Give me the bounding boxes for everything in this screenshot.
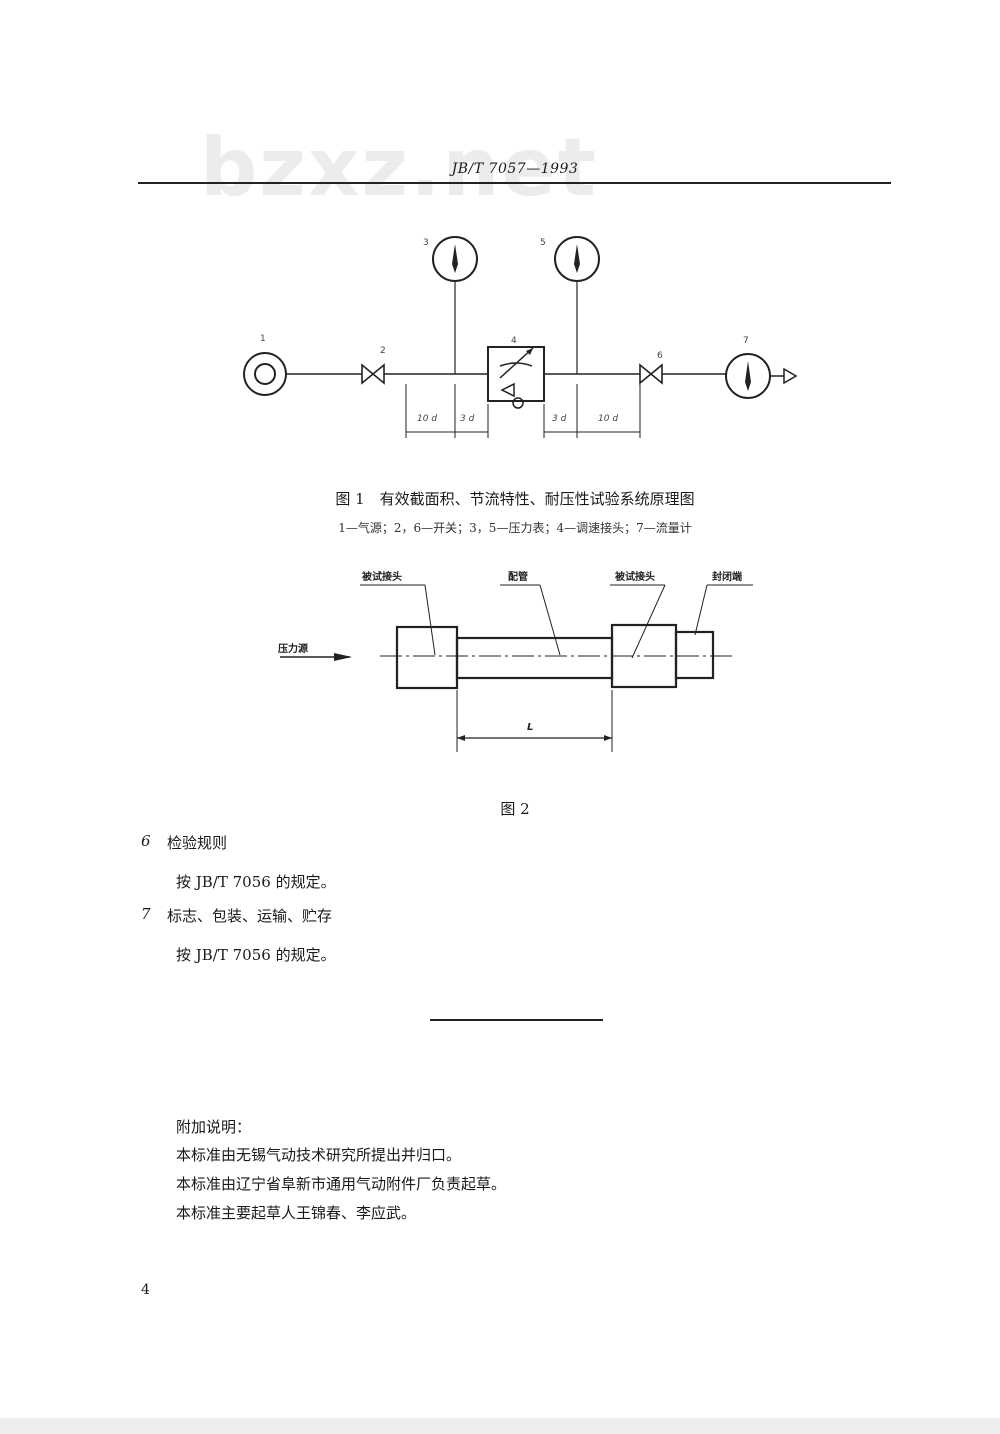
notes-title: 附加说明：	[176, 1118, 252, 1136]
dim-10d-left: 10 d	[417, 414, 437, 424]
label-tested-joint-left: 被试接头	[362, 570, 402, 583]
dim-10d-right: 10 d	[598, 414, 618, 424]
label-4: 4	[511, 336, 517, 346]
label-tested-joint-right: 被试接头	[615, 570, 655, 583]
watermark: bzxz.net	[200, 121, 598, 214]
pressure-arrowhead	[334, 653, 352, 661]
air-source-outer	[243, 352, 287, 396]
exhaust-triangle	[783, 367, 798, 385]
leader-tube-diag	[539, 584, 561, 656]
document-id: JB/T 7057—1993	[451, 161, 579, 177]
notes-line-3: 本标准主要起草人王锦春、李应武。	[176, 1204, 417, 1222]
air-source-inner	[254, 363, 276, 385]
figure1-caption: 图 1 有效截面积、节流特性、耐压性试验系统原理图	[335, 490, 695, 508]
leader-right-diag	[631, 584, 666, 659]
leader-left-diag	[424, 584, 436, 656]
throttle-curve	[499, 362, 533, 367]
label-6: 6	[657, 351, 663, 361]
section-7-body: 按 JB/T 7056 的规定。	[176, 946, 336, 964]
label-5: 5	[540, 238, 546, 248]
label-7: 7	[743, 336, 749, 346]
dimension-lines	[405, 384, 641, 438]
end-rule	[430, 1019, 603, 1021]
figure2-caption: 图 2	[500, 800, 530, 818]
tube-body	[455, 636, 614, 680]
header-rule	[138, 182, 891, 184]
flow-meter-needle	[745, 361, 751, 391]
switch-6-valve	[639, 363, 663, 385]
notes-line-1: 本标准由无锡气动技术研究所提出并归口。	[176, 1146, 462, 1164]
dim-3d-left: 3 d	[460, 414, 475, 424]
switch-2-valve	[361, 363, 385, 385]
check-ball	[512, 397, 524, 409]
section-7-title: 标志、包装、运输、贮存	[167, 907, 333, 925]
label-sealed-end: 封闭端	[712, 570, 742, 583]
sealed-end-body	[674, 630, 715, 680]
dim-3d-right: 3 d	[552, 414, 567, 424]
gauge-3-needle	[452, 244, 458, 273]
section-6-title: 检验规则	[167, 834, 228, 852]
label-pressure-source: 压力源	[278, 642, 308, 655]
figure2-assembly: 被试接头 配管 被试接头 封闭端 压力源 L	[278, 570, 753, 752]
section-6-body: 按 JB/T 7056 的规定。	[176, 873, 336, 891]
dim-arrow-left	[457, 735, 465, 741]
tested-joint-left-body	[395, 625, 459, 690]
label-1: 1	[260, 334, 266, 344]
figure1-schematic: 1 2 3 4 5 6 7 10 d 3 d 3 d 10 d	[243, 236, 798, 438]
label-tube: 配管	[508, 570, 528, 583]
label-length-L: L	[527, 722, 533, 733]
label-3: 3	[423, 238, 429, 248]
check-valve	[500, 382, 515, 398]
speed-controller-4	[487, 346, 545, 402]
notes-line-2: 本标准由辽宁省阜新市通用气动附件厂负责起草。	[176, 1175, 507, 1193]
dim-arrow-right	[604, 735, 612, 741]
section-7-number: 7	[141, 905, 151, 923]
viewer-bottom-bar	[0, 1418, 1000, 1434]
section-6-number: 6	[141, 832, 151, 850]
figure1-legend: 1—气源；2，6—开关；3，5—压力表；4—调速接头；7—流量计	[338, 521, 692, 535]
gauge-5-needle	[574, 244, 580, 273]
throttle-arrowhead	[526, 348, 533, 355]
label-2: 2	[380, 346, 386, 356]
leader-sealed-diag	[694, 584, 708, 636]
page-number: 4	[141, 1282, 150, 1298]
